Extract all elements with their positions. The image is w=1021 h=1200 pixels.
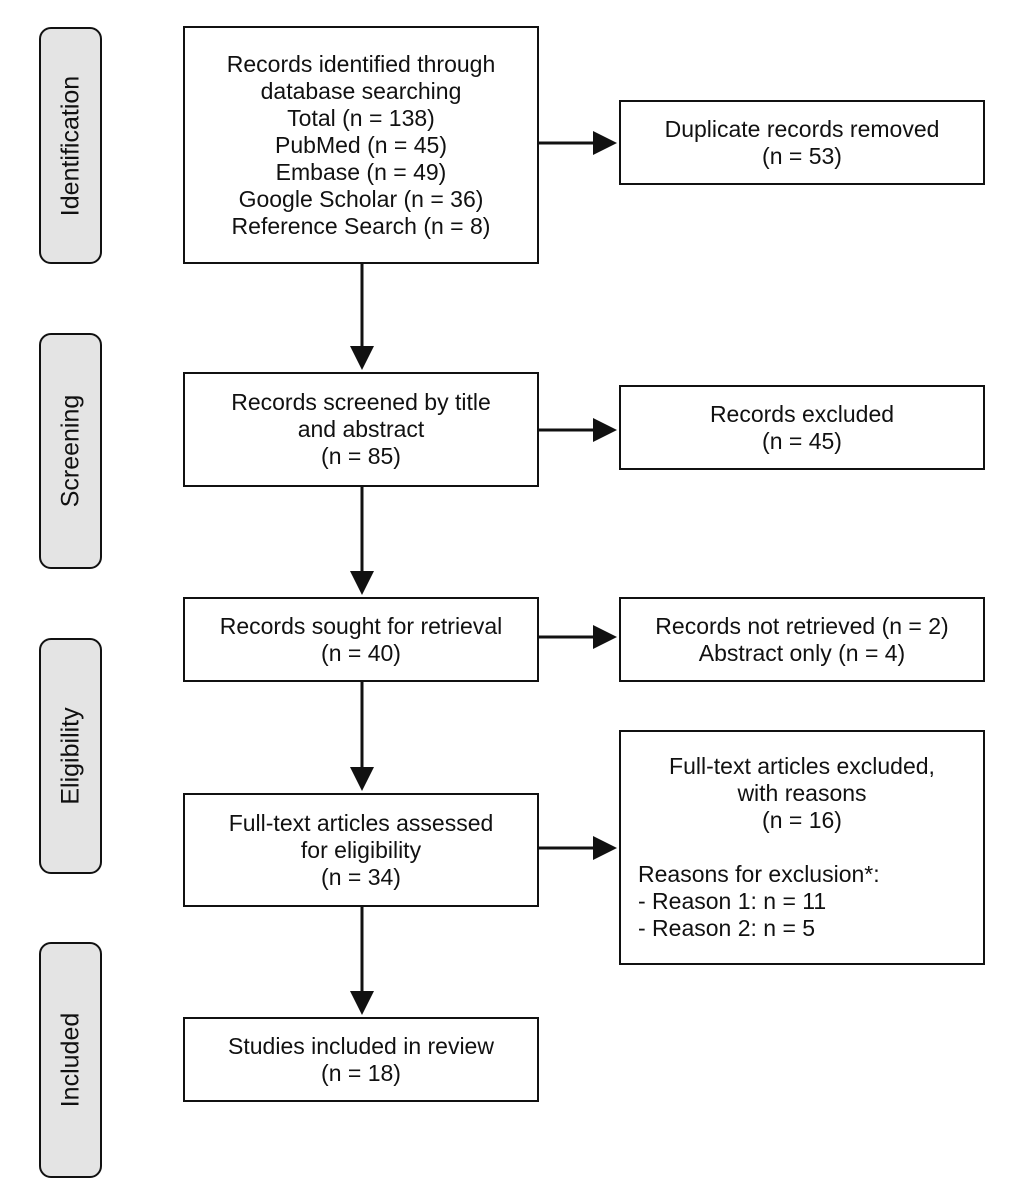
- box-text-line: (n = 45): [762, 427, 842, 454]
- box-text-line: - Reason 1: n = 11: [638, 888, 827, 914]
- duplicates-removed-box: Duplicate records removed (n = 53): [619, 100, 985, 185]
- records-sought-box: Records sought for retrieval (n = 40): [183, 597, 539, 682]
- box-text-line: with reasons: [737, 780, 867, 806]
- records-screened-box: Records screened by title and abstract (…: [183, 372, 539, 487]
- stage-identification: Identification: [39, 27, 102, 264]
- stage-included: Included: [39, 942, 102, 1178]
- box-text-line: (n = 34): [321, 863, 401, 890]
- stage-screening: Screening: [39, 333, 102, 569]
- box-text-line: Records not retrieved (n = 2): [655, 612, 949, 639]
- box-text-line: (n = 16): [762, 807, 842, 833]
- box-text-line: Records identified through: [226, 50, 496, 77]
- full-text-excluded-box: Full-text articles excluded, with reason…: [619, 730, 985, 965]
- records-not-retrieved-box: Records not retrieved (n = 2) Abstract o…: [619, 597, 985, 682]
- box-text-line: (n = 53): [762, 142, 842, 169]
- box-text-line: Embase (n = 49): [275, 158, 447, 185]
- box-text-line: - Reason 2: n = 5: [638, 915, 816, 941]
- box-text-line: Duplicate records removed: [664, 115, 940, 142]
- box-text-line: PubMed (n = 45): [275, 131, 447, 158]
- box-text-line: Total (n = 138): [287, 104, 435, 131]
- box-text-line: Reasons for exclusion*:: [638, 861, 880, 887]
- box-text-line: for eligibility: [300, 836, 422, 863]
- records-excluded-box: Records excluded (n = 45): [619, 385, 985, 470]
- box-text-line: Full-text articles excluded,: [669, 753, 935, 779]
- records-identified-box: Records identified through database sear…: [183, 26, 539, 264]
- box-text-line: Reference Search (n = 8): [231, 212, 491, 239]
- box-text-line: (n = 40): [321, 639, 401, 666]
- box-text-line: Full-text articles assessed: [228, 809, 494, 836]
- box-text-line: Studies included in review: [228, 1032, 494, 1059]
- box-text-line: (n = 85): [321, 443, 401, 469]
- box-text-line: and abstract: [297, 416, 425, 442]
- box-text-line: Abstract only (n = 4): [698, 639, 906, 666]
- box-text-line: Google Scholar (n = 36): [238, 185, 484, 212]
- studies-included-box: Studies included in review (n = 18): [183, 1017, 539, 1102]
- full-text-assessed-box: Full-text articles assessed for eligibil…: [183, 793, 539, 907]
- box-spacer: [621, 834, 983, 861]
- box-text-line: database searching: [260, 77, 462, 104]
- box-text-line: Records excluded: [709, 400, 895, 427]
- box-text-line: Records screened by title: [231, 389, 491, 415]
- stage-eligibility: Eligibility: [39, 638, 102, 874]
- box-text-line: (n = 18): [321, 1059, 401, 1086]
- box-text-line: Records sought for retrieval: [219, 612, 503, 639]
